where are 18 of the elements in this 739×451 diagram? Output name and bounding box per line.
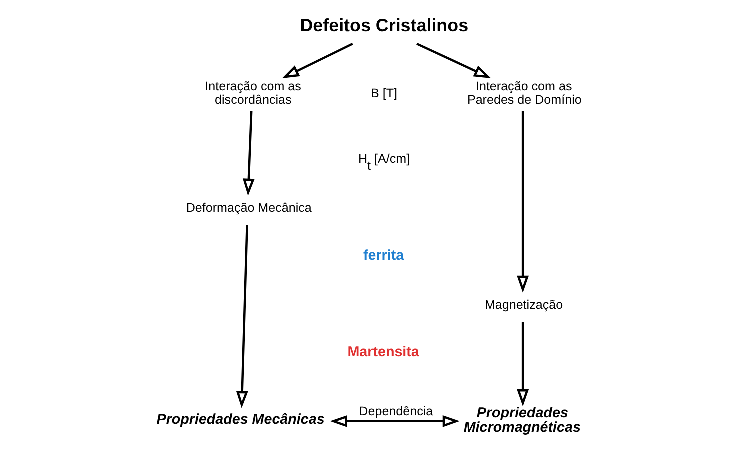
label: B [T] xyxy=(371,86,398,100)
node-text: Interação com as discordâncias xyxy=(205,80,302,108)
arrow xyxy=(517,112,530,293)
arrow xyxy=(330,415,460,428)
node-text: Magnetização xyxy=(484,298,564,312)
arrow xyxy=(242,111,255,196)
legend-label: Martensita xyxy=(348,344,420,361)
node-text: Defeitos Cristalinos xyxy=(300,15,469,36)
node-text: Interação com as Paredes de Domínio xyxy=(467,80,582,108)
node-text: Deformação Mecânica xyxy=(186,201,312,216)
node-text: Propriedades Micromagnéticas xyxy=(464,406,581,436)
legend-label: ferrita xyxy=(363,248,404,264)
edge-label: Dependência xyxy=(359,404,434,418)
arrow xyxy=(282,42,354,79)
arrow xyxy=(236,225,248,408)
arrow xyxy=(416,42,492,78)
arrow xyxy=(517,322,530,407)
node-text: Propriedades Mecânicas xyxy=(156,412,325,428)
